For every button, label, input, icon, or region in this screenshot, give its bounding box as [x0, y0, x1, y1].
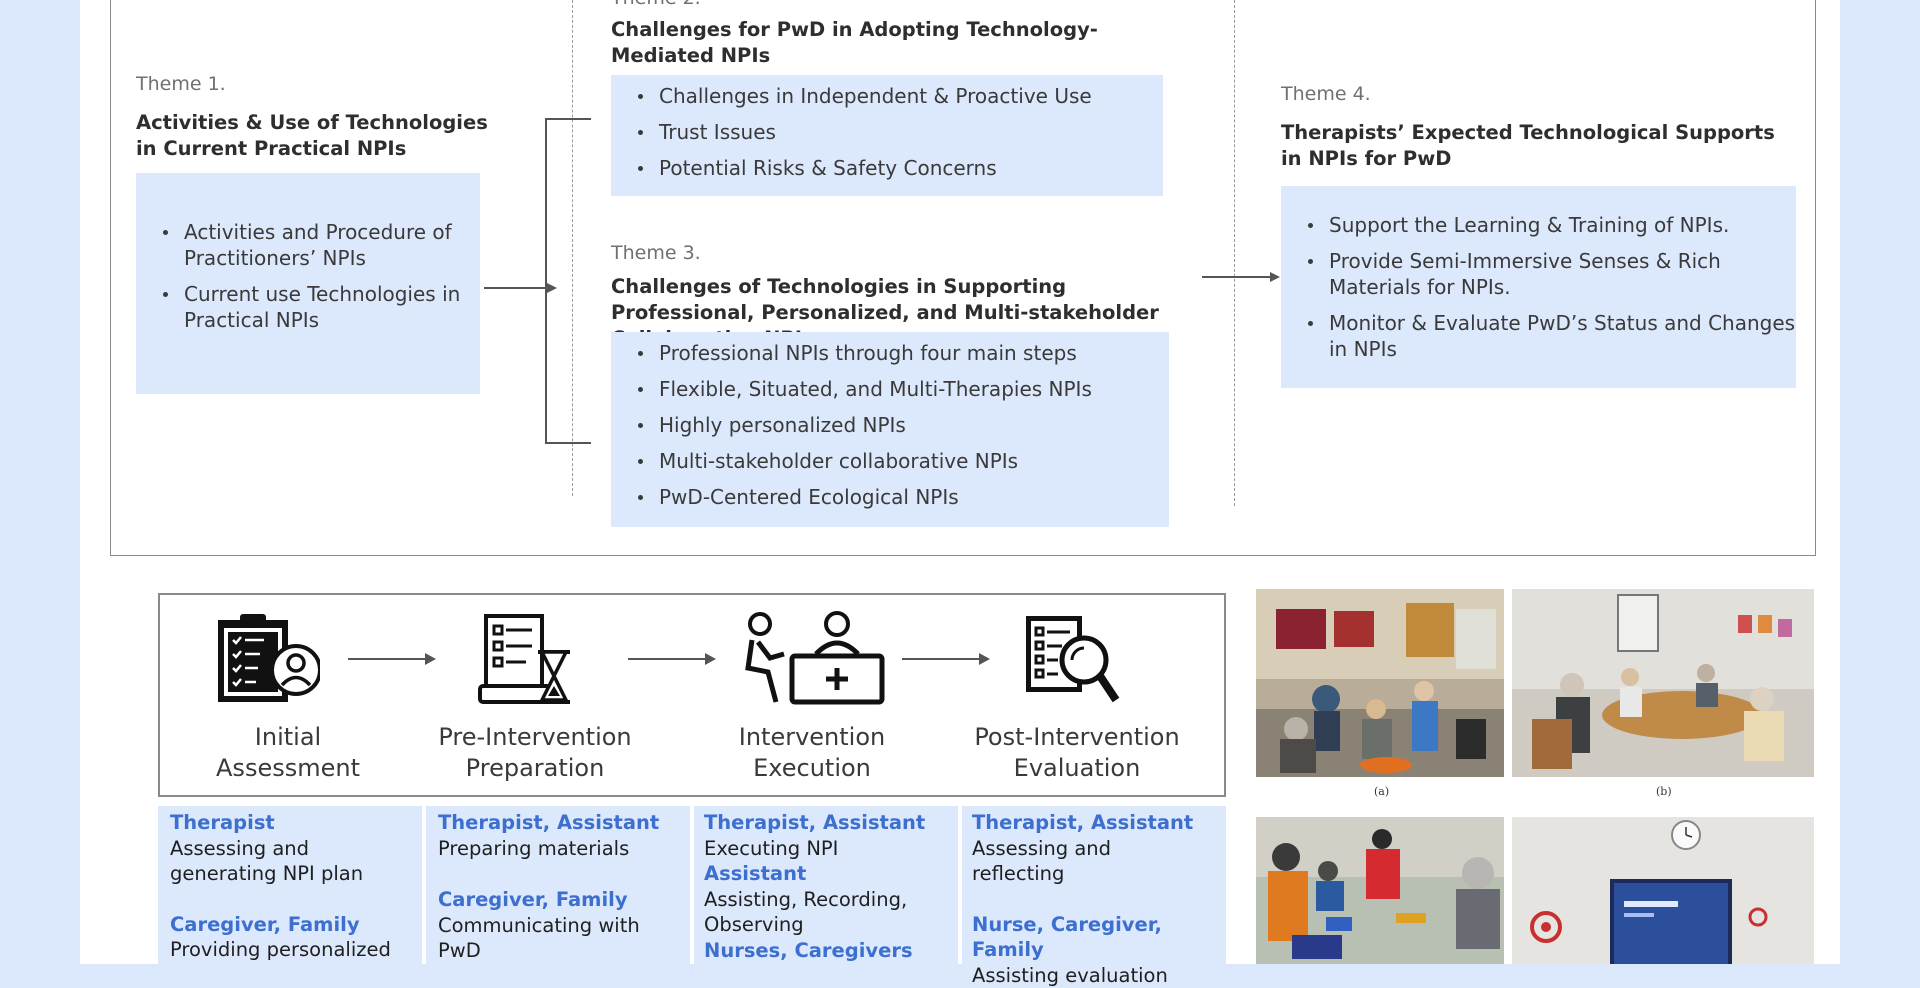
role-label: Therapist, Assistant — [704, 810, 958, 836]
role-description: Assessing and reflecting — [972, 836, 1152, 887]
theme2-item: Trust Issues — [659, 119, 1163, 145]
role-column-2: Therapist, Assistant Preparing materials… — [426, 806, 690, 976]
bracket-top — [545, 118, 591, 120]
connector-to-bracket — [484, 287, 547, 289]
role-description: Assessing and generating NPI plan — [170, 836, 400, 887]
role-column-4: Therapist, Assistant Assessing and refle… — [962, 806, 1226, 976]
theme3-item: Multi-stakeholder collaborative NPIs — [659, 448, 1169, 474]
theme2-title: Challenges for PwD in Adopting Technolog… — [611, 17, 1111, 69]
bracket-bottom — [545, 442, 591, 444]
theme4-label: Theme 4. — [1281, 83, 1371, 105]
role-label: Nurse, Caregiver, Family — [972, 912, 1226, 963]
theme2-label: Theme 2. — [611, 0, 701, 9]
theme3-item: Flexible, Situated, and Multi-Therapies … — [659, 376, 1169, 402]
theme3-item: PwD-Centered Ecological NPIs — [659, 484, 1169, 510]
theme2-item: Potential Risks & Safety Concerns — [659, 155, 1163, 181]
theme1-box: Activities and Procedure of Practitioner… — [136, 173, 480, 394]
bracket-vertical — [545, 118, 547, 444]
role-column-3: Therapist, Assistant Executing NPI Assis… — [694, 806, 958, 976]
role-label: Therapist, Assistant — [972, 810, 1226, 836]
role-description: Assisting, Recording, Observing — [704, 887, 944, 938]
theme1-item: Current use Technologies in Practical NP… — [184, 281, 480, 333]
role-description: Communicating with PwD — [438, 913, 668, 964]
theme4-item: Support the Learning & Training of NPIs. — [1329, 212, 1796, 238]
theme1-label: Theme 1. — [136, 73, 226, 95]
theme2-box: Challenges in Independent & Proactive Us… — [611, 75, 1163, 196]
clipboard-person-icon — [214, 612, 320, 706]
role-label: Caregiver, Family — [170, 912, 422, 938]
theme1-title: Activities & Use of Technologies in Curr… — [136, 110, 496, 162]
photo-a-activity-room — [1256, 589, 1504, 777]
theme3-item: Highly personalized NPIs — [659, 412, 1169, 438]
step-label-pre-intervention: Pre-Intervention Preparation — [410, 722, 660, 784]
role-label: Therapist, Assistant — [438, 810, 690, 836]
role-column-1: Therapist Assessing and generating NPI p… — [158, 806, 422, 976]
theme4-box: Support the Learning & Training of NPIs.… — [1281, 186, 1796, 388]
theme4-title: Therapists’ Expected Technological Suppo… — [1281, 120, 1781, 172]
theme3-to-theme4-line — [1202, 276, 1270, 278]
flow-arrow — [348, 658, 426, 660]
role-label: Therapist — [170, 810, 422, 836]
role-description: Providing personalized — [170, 937, 422, 963]
figure-canvas: Theme 1. Activities & Use of Technologie… — [80, 0, 1840, 964]
role-description: Preparing materials — [438, 836, 690, 862]
document-hourglass-icon — [478, 612, 574, 706]
therapist-desk-icon — [740, 610, 886, 708]
step-label-intervention-execution: Intervention Execution — [702, 722, 922, 784]
role-label: Assistant — [704, 861, 958, 887]
role-description: Assisting evaluation — [972, 963, 1226, 988]
photo-caption-a: (a) — [1374, 785, 1389, 798]
photo-b-table-group — [1512, 589, 1814, 777]
step-label-initial-assessment: Initial Assessment — [188, 722, 388, 784]
theme2-item: Challenges in Independent & Proactive Us… — [659, 83, 1163, 109]
report-magnifier-icon — [1022, 612, 1122, 708]
theme1-item: Activities and Procedure of Practitioner… — [184, 219, 480, 271]
separator-right — [1234, 0, 1235, 506]
flow-arrow — [902, 658, 980, 660]
theme3-label: Theme 3. — [611, 242, 701, 264]
theme4-item: Monitor & Evaluate PwD’s Status and Chan… — [1329, 310, 1796, 362]
theme3-box: Professional NPIs through four main step… — [611, 332, 1169, 527]
role-label: Nurses, Caregivers — [704, 938, 958, 964]
theme3-to-theme4-arrowhead — [1270, 272, 1280, 282]
photo-caption-b: (b) — [1656, 785, 1672, 798]
separator-left — [572, 0, 573, 496]
flow-arrow — [628, 658, 706, 660]
photo-d-tv-room — [1512, 817, 1814, 964]
step-label-post-intervention: Post-Intervention Evaluation — [952, 722, 1202, 784]
photo-c-crafting-session — [1256, 817, 1504, 964]
role-label: Caregiver, Family — [438, 887, 690, 913]
role-description: Executing NPI — [704, 836, 958, 862]
theme3-item: Professional NPIs through four main step… — [659, 340, 1169, 366]
connector-arrowhead — [547, 283, 557, 293]
theme4-item: Provide Semi-Immersive Senses & Rich Mat… — [1329, 248, 1796, 300]
